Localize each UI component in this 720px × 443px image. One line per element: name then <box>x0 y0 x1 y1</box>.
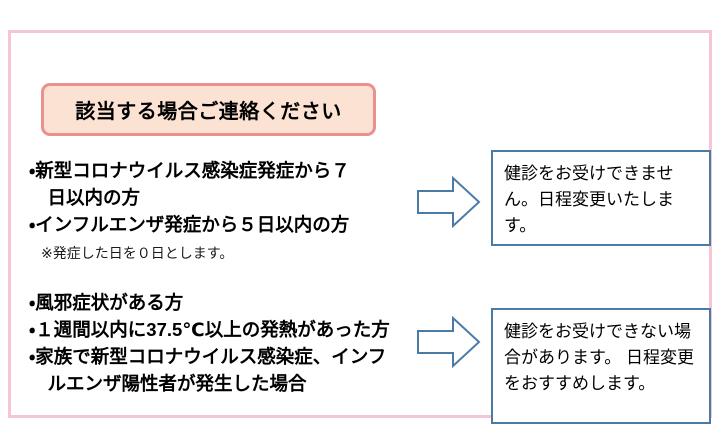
right-block-arrow-icon <box>417 316 481 368</box>
footnote-text: ※発症した日を０日とします。 <box>41 245 234 261</box>
outcome-box-cannot-examine: 健診をお受けできません。日程変更いたします。 <box>491 150 711 246</box>
list-item: ・風邪症状がある方 <box>29 292 184 313</box>
notice-frame: 該当する場合ご連絡ください ・新型コロナウイルス感染症発症から７ 日以内の方 ・… <box>8 30 712 424</box>
right-block-arrow-icon <box>417 176 481 228</box>
condition-list-group-one: ・新型コロナウイルス感染症発症から７ 日以内の方 ・インフルエンザ発症から５日以… <box>29 157 419 238</box>
outcome-text: 健診をお受けできません。日程変更いたします。 <box>504 164 674 235</box>
list-item: ・新型コロナウイルス感染症発症から７ <box>29 160 350 181</box>
list-item: 日以内の方 <box>29 187 141 208</box>
list-item: ・１週間以内に37.5℃以上の発熱があった方 <box>29 319 390 340</box>
header-title: 該当する場合ご連絡ください <box>75 101 342 123</box>
list-item: ルエンザ陽性者が発生した場合 <box>29 373 307 394</box>
outcome-box-may-not-examine: 健診をお受けできない場合があります。 日程変更をおすすめします。 <box>491 308 711 424</box>
outcome-text: 健診をお受けできない場合があります。 日程変更をおすすめします。 <box>504 322 695 393</box>
list-item: ・インフルエンザ発症から５日以内の方 <box>29 214 350 235</box>
header-callout-box: 該当する場合ご連絡ください <box>41 83 376 136</box>
list-item: ・家族で新型コロナウイルス感染症、インフ <box>29 346 387 367</box>
condition-list-group-two: ・風邪症状がある方 ・１週間以内に37.5℃以上の発熱があった方 ・家族で新型コ… <box>29 289 419 397</box>
